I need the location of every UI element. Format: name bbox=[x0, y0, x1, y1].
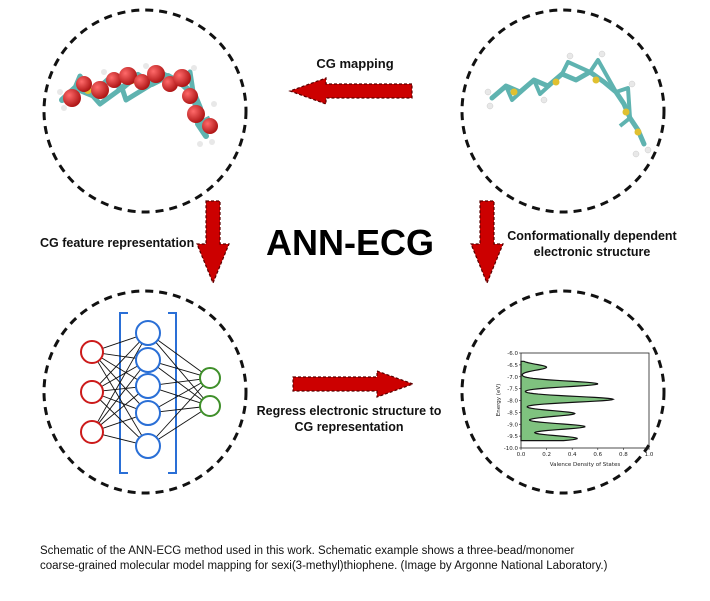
method-title: ANN-ECG bbox=[266, 222, 434, 263]
nn-connection bbox=[155, 341, 204, 399]
dos-ytick-label: -9.0 bbox=[507, 422, 518, 428]
nn-connection bbox=[157, 339, 203, 373]
nn-connection bbox=[102, 395, 137, 410]
cg-bead bbox=[63, 65, 218, 134]
nn-hidden-node bbox=[135, 433, 161, 459]
nn-connection bbox=[159, 362, 201, 376]
cg-molecule-drawing bbox=[57, 63, 218, 147]
nn-connection bbox=[97, 361, 143, 436]
dos-xtick-label: 0.4 bbox=[568, 452, 577, 458]
dos-xlabel: Valence Density of States bbox=[550, 462, 621, 468]
nn-hidden-node bbox=[135, 347, 161, 373]
nn-hidden-node bbox=[135, 373, 161, 399]
dos-xtick-label: 0.8 bbox=[619, 452, 628, 458]
atomistic-molecule-circle bbox=[460, 8, 666, 214]
regress-label-line1: Regress electronic structure to bbox=[257, 404, 442, 418]
nn-hidden-node bbox=[135, 400, 161, 426]
arrow-cg-feature bbox=[196, 200, 230, 285]
nn-connection bbox=[99, 341, 141, 385]
nn-connection bbox=[155, 385, 204, 438]
nn-connection bbox=[159, 406, 201, 413]
dos-ytick-label: -9.5 bbox=[507, 434, 518, 440]
dos-ytick-label: -8.5 bbox=[507, 410, 518, 416]
arrow-regress bbox=[292, 370, 415, 398]
nn-connection bbox=[159, 378, 201, 385]
arrow-cg-mapping bbox=[288, 77, 413, 105]
nn-connection bbox=[101, 365, 138, 387]
dos-ylabel: Energy (eV) bbox=[496, 384, 502, 416]
nn-connection bbox=[102, 434, 137, 444]
caption-line2: coarse-grained molecular model mapping f… bbox=[40, 560, 608, 572]
dos-xtick-label: 1.0 bbox=[645, 452, 654, 458]
conformational-label-line1: Conformationally dependent bbox=[507, 229, 677, 243]
dos-xtick-label: 0.2 bbox=[542, 452, 551, 458]
dos-plot-circle bbox=[460, 289, 666, 495]
nn-connection bbox=[102, 336, 137, 349]
neural-network-circle bbox=[42, 289, 248, 495]
nn-input-node bbox=[80, 420, 104, 444]
nn-connection bbox=[158, 382, 202, 408]
arrow-conformational bbox=[470, 200, 504, 285]
cg-feature-label: CG feature representation bbox=[40, 236, 194, 250]
atomistic-molecule-drawing bbox=[484, 50, 652, 158]
caption-line1: Schematic of the ANN-ECG method used in … bbox=[40, 545, 575, 557]
nn-connection bbox=[101, 357, 138, 381]
nn-input-node bbox=[80, 340, 104, 364]
dos-xtick-label: 0.0 bbox=[517, 452, 526, 458]
dos-ytick-label: -10.0 bbox=[504, 446, 519, 452]
dos-ytick-label: -6.0 bbox=[507, 351, 518, 357]
neural-network bbox=[80, 312, 221, 474]
nn-connection bbox=[102, 353, 137, 359]
regress-label-line2: CG representation bbox=[294, 420, 403, 434]
dos-ytick-label: -7.0 bbox=[507, 375, 518, 381]
cg-molecule-circle bbox=[42, 8, 248, 214]
dos-area bbox=[520, 360, 615, 442]
nn-connection bbox=[97, 343, 143, 423]
nn-connection bbox=[102, 416, 137, 429]
nn-connection bbox=[102, 386, 137, 392]
cg-mapping-label: CG mapping bbox=[316, 56, 393, 71]
hidden-layer-bracket bbox=[119, 312, 177, 474]
dos-chart: -6.0 -6.5 -7.0 -7.5 -8.0 -8.5 -9.0 -9.5 -10.0 0.… bbox=[496, 351, 654, 468]
nn-connection bbox=[99, 359, 141, 405]
nn-connection bbox=[100, 393, 140, 426]
nn-input-node bbox=[80, 380, 104, 404]
dos-ytick-label: -6.5 bbox=[507, 363, 518, 369]
nn-connection bbox=[98, 369, 141, 424]
nn-hidden-node bbox=[135, 320, 161, 346]
nn-connection bbox=[157, 411, 202, 440]
nn-output-node bbox=[199, 367, 221, 389]
dos-ytick-label: -7.5 bbox=[507, 387, 518, 393]
figure-caption: Schematic of the ANN-ECG method used in … bbox=[40, 544, 690, 574]
nn-connection bbox=[159, 389, 201, 404]
nn-output-node bbox=[199, 395, 221, 417]
conformational-label-line2: electronic structure bbox=[534, 245, 651, 259]
dos-xtick-label: 0.6 bbox=[593, 452, 602, 458]
dos-ytick-label: -8.0 bbox=[507, 399, 518, 405]
